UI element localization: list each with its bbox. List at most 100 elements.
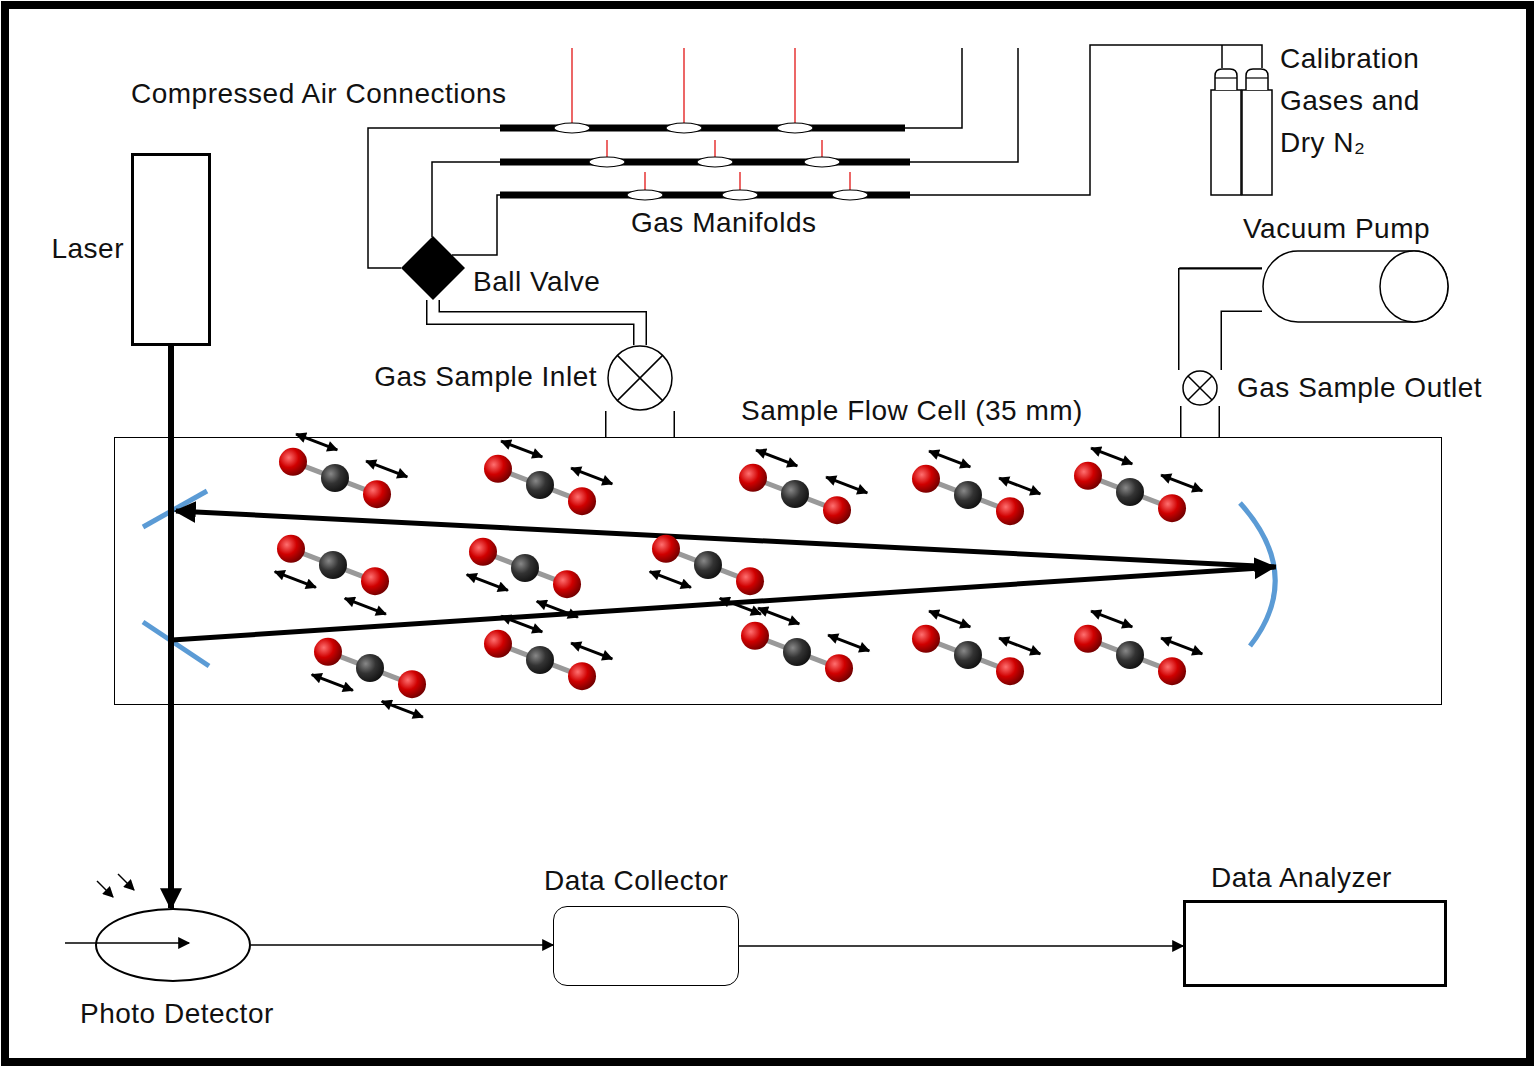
carbon-atom — [319, 551, 347, 579]
co2-molecule — [912, 611, 1040, 685]
vibration-arrow — [501, 616, 542, 632]
oxygen-atom — [996, 657, 1024, 685]
oxygen-atom — [1158, 494, 1186, 522]
light-arrow — [97, 881, 113, 897]
air-connection — [794, 48, 795, 123]
tube-wall — [605, 411, 675, 437]
air-connection — [571, 48, 572, 123]
outlet-valve-part — [1183, 371, 1217, 405]
air-connection — [849, 172, 850, 190]
vibration-arrow — [756, 450, 797, 466]
carbon-atom — [526, 646, 554, 674]
co2-molecule — [312, 638, 426, 717]
carbon-atom — [783, 638, 811, 666]
gas-cylinders-part — [1215, 77, 1237, 78]
carbon-atom — [1116, 641, 1144, 669]
co2-molecule — [650, 535, 764, 614]
manifold-valve — [722, 190, 758, 200]
vibration-arrow — [345, 598, 386, 614]
gas-line — [452, 195, 500, 255]
ball-valve-outline — [401, 236, 465, 300]
vibration-arrow — [382, 701, 423, 717]
co2-molecule — [484, 441, 612, 515]
co2-molecule — [912, 451, 1040, 525]
gas-cylinders-part — [1246, 77, 1268, 78]
gas-tube — [1200, 290, 1262, 370]
manifold-valve — [804, 157, 840, 167]
signal-arrow — [251, 945, 553, 946]
air-connection — [714, 140, 715, 157]
vibration-arrow — [828, 635, 869, 651]
vibration-arrow — [929, 611, 970, 627]
gas-cylinders-part — [1242, 90, 1272, 195]
oxygen-atom — [484, 630, 512, 658]
vibration-arrow — [1091, 448, 1132, 464]
vibration-arrow — [826, 477, 867, 493]
vibration-arrow — [650, 572, 691, 588]
node-label: Data Collector — [544, 865, 728, 897]
vibration-arrow — [467, 575, 508, 591]
signal-arrow — [739, 946, 1183, 947]
manifold-valve — [832, 190, 868, 200]
mirror — [143, 491, 207, 527]
oxygen-atom — [553, 570, 581, 598]
node-label: Gas Sample Outlet — [1237, 372, 1482, 404]
tube-bore — [1182, 406, 1219, 437]
carbon-atom — [511, 554, 539, 582]
gas-line — [905, 48, 962, 128]
oxygen-atom — [996, 497, 1024, 525]
curved-mirror — [1240, 503, 1275, 646]
outlet-valve-part — [1188, 376, 1212, 400]
outlet-valve: Gas Sample Outlet — [1182, 370, 1218, 406]
oxygen-atom — [279, 448, 307, 476]
gas-tube — [433, 300, 640, 345]
vacuum-pump: Vacuum Pump — [1262, 250, 1450, 323]
node-label: Vacuum Pump — [1243, 213, 1430, 245]
vibration-arrow — [571, 468, 612, 484]
laser-beams — [172, 511, 1276, 640]
carbon-atom — [356, 654, 384, 682]
vibration-arrow — [537, 601, 578, 617]
node-label: Sample Flow Cell (35 mm) — [741, 395, 1083, 427]
gas-cylinders-outline — [1210, 66, 1273, 198]
vibration-arrow — [999, 638, 1040, 654]
vibration-arrow — [999, 478, 1040, 494]
oxygen-atom — [912, 625, 940, 653]
manifold-valve — [554, 123, 590, 133]
co2-molecule — [1074, 448, 1202, 522]
tube-wall — [1200, 290, 1262, 370]
ball-valve-part — [401, 236, 465, 300]
air-connection — [739, 172, 740, 190]
carbon-atom — [1116, 478, 1144, 506]
manifold-valve — [697, 157, 733, 167]
vibration-arrow — [366, 461, 407, 477]
mirror — [143, 622, 209, 666]
inlet-valve: Gas Sample Inlet — [607, 345, 673, 411]
gas-cylinders-part — [1211, 90, 1241, 195]
inlet-valve-part — [608, 346, 672, 410]
vibration-arrow — [1161, 475, 1202, 491]
node-label: Data Analyzer — [1211, 862, 1392, 894]
ball-valve: Ball Valve — [401, 236, 465, 300]
carbon-atom — [781, 480, 809, 508]
vacuum-pump-outline — [1262, 250, 1450, 323]
node-label: Photo Detector — [80, 998, 274, 1030]
oxygen-atom — [1158, 657, 1186, 685]
oxygen-atom — [1074, 462, 1102, 490]
vibration-arrow — [275, 572, 316, 588]
co2-molecules — [275, 434, 1202, 717]
vibration-arrow — [312, 675, 353, 691]
manifold-valve — [777, 123, 813, 133]
oxygen-atom — [823, 496, 851, 524]
oxygen-atom — [741, 622, 769, 650]
co2-molecule — [741, 608, 869, 682]
air-connection — [683, 48, 684, 123]
outlet-valve-outline — [1182, 370, 1218, 406]
carbon-atom — [954, 641, 982, 669]
gas-line — [1221, 45, 1223, 68]
oxygen-atom — [568, 662, 596, 690]
gas-cylinders-part — [1215, 69, 1268, 90]
data-analyzer: Data Analyzer — [1183, 900, 1447, 987]
vibration-arrow — [720, 598, 761, 614]
